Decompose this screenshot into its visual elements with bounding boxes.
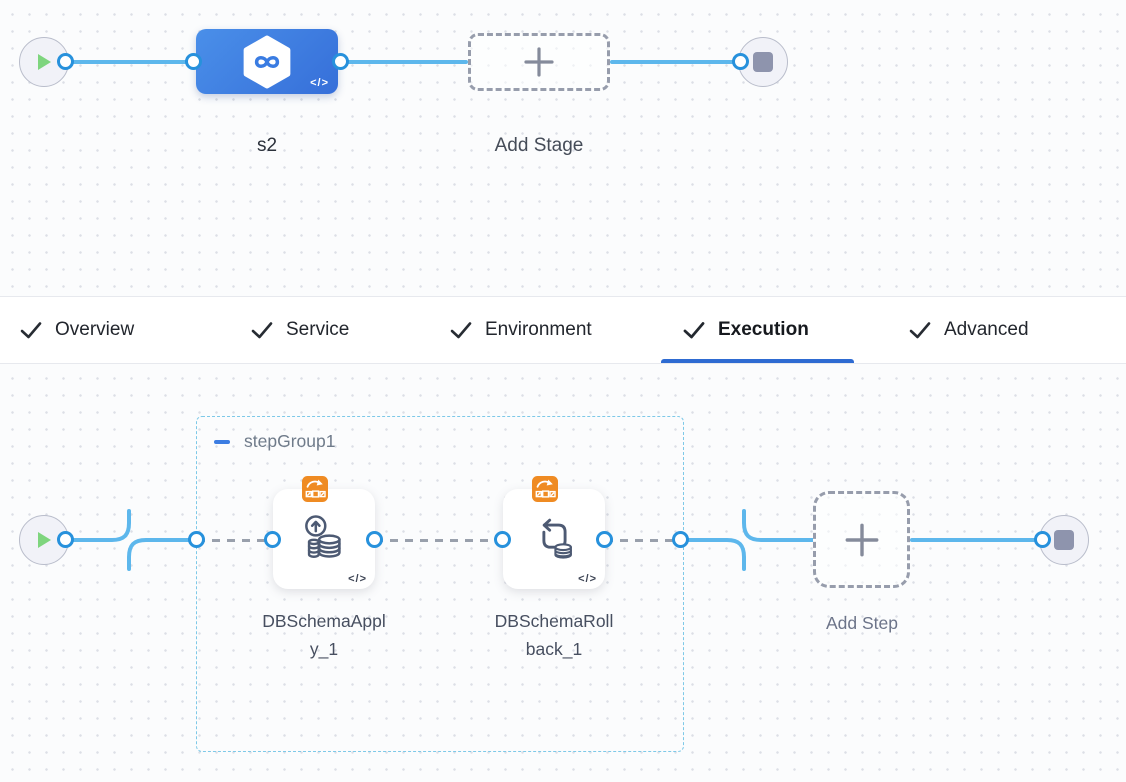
yaml-code-icon[interactable]: </> <box>578 573 597 585</box>
stop-icon <box>753 52 773 72</box>
add-step-label: Add Step <box>826 613 898 633</box>
tab-advanced[interactable]: Advanced <box>909 297 1029 363</box>
edge <box>610 60 737 64</box>
db-schema-rollback-icon <box>542 518 572 559</box>
active-tab-underline <box>661 359 854 363</box>
stage-name-label: s2 <box>256 135 278 156</box>
check-icon <box>683 322 705 339</box>
tab-label: Service <box>286 319 350 340</box>
connector-port[interactable] <box>57 531 74 548</box>
stage-config-tabbar: Overview Service Environment Execution A… <box>0 297 1126 364</box>
add-stage-label: Add Stage <box>494 135 584 156</box>
check-icon <box>909 322 931 339</box>
connector-port[interactable] <box>366 531 383 548</box>
dashed-edge <box>375 539 503 542</box>
step-group-header: stepGroup1 <box>214 431 335 452</box>
group-entry-connector <box>66 509 197 571</box>
connector-port[interactable] <box>494 531 511 548</box>
db-schema-apply-icon <box>305 515 341 558</box>
rolling-deployment-badge-icon <box>532 476 558 502</box>
plus-icon <box>524 47 554 77</box>
check-icon <box>251 322 273 339</box>
connector-port[interactable] <box>188 531 205 548</box>
execution-graph-canvas[interactable]: stepGroup1 <box>0 364 1126 782</box>
step-group-name: stepGroup1 <box>244 431 336 451</box>
plus-icon <box>845 523 878 556</box>
tab-label: Execution <box>718 319 809 340</box>
connector-port[interactable] <box>57 53 74 70</box>
check-icon <box>20 322 42 339</box>
stop-icon <box>1054 530 1074 550</box>
step-group-box[interactable]: stepGroup1 <box>196 416 684 752</box>
play-icon <box>37 54 51 70</box>
dashed-edge <box>197 539 273 542</box>
connector-port[interactable] <box>596 531 613 548</box>
harness-stage-icon <box>243 35 291 88</box>
connector-port[interactable] <box>264 531 281 548</box>
add-step-button[interactable] <box>813 491 910 588</box>
connector-port[interactable] <box>185 53 202 70</box>
connector-port[interactable] <box>332 53 349 70</box>
tab-execution[interactable]: Execution <box>683 297 809 363</box>
tab-service[interactable]: Service <box>251 297 349 363</box>
add-stage-button[interactable] <box>468 33 610 91</box>
tab-label: Environment <box>485 319 592 340</box>
edge <box>341 60 468 64</box>
edge <box>910 538 1036 542</box>
tab-overview[interactable]: Overview <box>20 297 134 363</box>
group-exit-connector <box>681 509 813 571</box>
dashed-edge <box>605 539 681 542</box>
edge <box>66 60 196 64</box>
play-icon <box>37 532 51 548</box>
yaml-code-icon[interactable]: </> <box>310 77 329 89</box>
step-name-label: DBSchemaRollback_1 <box>494 611 614 659</box>
step-node-dbschemaapply[interactable]: </> <box>273 489 375 589</box>
collapse-group-icon[interactable] <box>214 439 230 444</box>
connector-port[interactable] <box>1034 531 1051 548</box>
tab-environment[interactable]: Environment <box>450 297 592 363</box>
tab-label: Overview <box>55 319 135 340</box>
connector-port[interactable] <box>732 53 749 70</box>
yaml-code-icon[interactable]: </> <box>348 573 367 585</box>
check-icon <box>450 322 472 339</box>
rolling-deployment-badge-icon <box>302 476 328 502</box>
stage-node-s2[interactable]: </> <box>196 29 338 94</box>
step-node-dbschemarollback[interactable]: </> <box>503 489 605 589</box>
stage-graph-canvas[interactable]: </> s2 Add Stage <box>0 0 1126 297</box>
step-name-label: DBSchemaApply_1 <box>262 611 386 659</box>
tab-label: Advanced <box>944 319 1029 340</box>
connector-port[interactable] <box>672 531 689 548</box>
